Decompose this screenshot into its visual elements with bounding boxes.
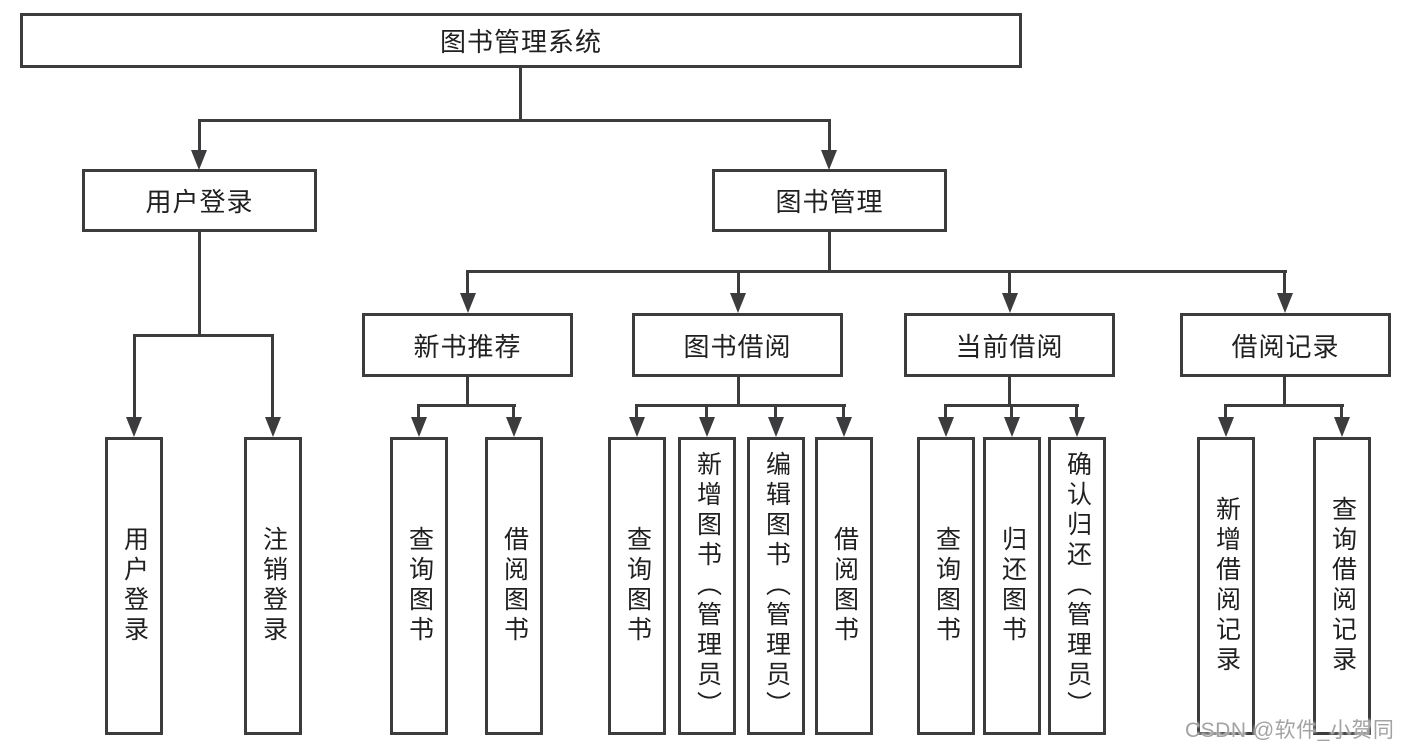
leaf-add-book-admin: 新增图书（管理员） <box>678 437 736 735</box>
node-current-borrow: 当前借阅 <box>904 313 1115 377</box>
arrow-down-icon <box>191 150 207 170</box>
leaf-label: 查询借阅记录 <box>1328 496 1357 676</box>
node-label: 当前借阅 <box>955 331 1064 362</box>
node-user-login-label: 用户登录 <box>145 187 254 217</box>
user-login-branch-drop <box>133 334 136 418</box>
group-branch-stem <box>737 377 740 406</box>
book-mgmt-branch-drop <box>737 270 740 295</box>
group-branch-stem <box>1283 377 1286 406</box>
node-new-book-recommend: 新书推荐 <box>362 313 573 377</box>
arrow-down-icon <box>629 417 645 437</box>
group-branch-rail <box>635 404 846 407</box>
leaf-label: 确认归还（管理员） <box>1063 451 1092 721</box>
leaf-label: 查询图书 <box>932 526 961 646</box>
csdn-watermark: CSDN @软件_小贺同学 <box>1185 719 1395 742</box>
group-branch-rail <box>417 404 516 407</box>
leaf-label: 借阅图书 <box>500 526 529 646</box>
arrow-down-icon <box>1218 417 1234 437</box>
arrow-down-icon <box>126 417 142 437</box>
node-book-borrow: 图书借阅 <box>632 313 843 377</box>
leaf-label: 借阅图书 <box>830 526 859 646</box>
book-mgmt-branch-rail <box>466 270 1287 273</box>
arrow-down-icon <box>821 150 837 170</box>
node-root: 图书管理系统 <box>20 13 1022 68</box>
arrow-down-icon <box>506 417 522 437</box>
leaf-borrow-book-1: 借阅图书 <box>485 437 543 735</box>
leaf-label: 编辑图书（管理员） <box>762 451 791 721</box>
group-branch-drop <box>842 404 845 419</box>
leaf-edit-book-admin: 编辑图书（管理员） <box>747 437 805 735</box>
group-branch-drop <box>417 404 420 419</box>
leaf-confirm-return-admin: 确认归还（管理员） <box>1048 437 1106 735</box>
book-mgmt-branch-drop <box>466 270 469 295</box>
root-branch-drop <box>198 119 201 152</box>
book-mgmt-branch-stem <box>828 232 831 272</box>
arrow-down-icon <box>938 417 954 437</box>
leaf-label: 新增图书（管理员） <box>693 451 722 721</box>
group-branch-drop <box>1340 404 1343 419</box>
book-mgmt-branch-drop <box>1283 270 1286 295</box>
group-branch-drop <box>774 404 777 419</box>
group-branch-stem <box>466 377 469 406</box>
user-login-branch-stem <box>198 232 201 336</box>
leaf-borrow-book-2: 借阅图书 <box>815 437 873 735</box>
leaf-logout: 注销登录 <box>244 437 302 735</box>
group-branch-drop <box>1010 404 1013 419</box>
leaf-label: 新增借阅记录 <box>1212 496 1241 676</box>
leaf-query-book-1: 查询图书 <box>390 437 448 735</box>
root-branch-stem <box>519 68 522 121</box>
node-book-mgmt: 图书管理 <box>712 169 947 232</box>
arrow-down-icon <box>460 293 476 313</box>
arrow-down-icon <box>1334 417 1350 437</box>
leaf-query-borrow-record: 查询借阅记录 <box>1313 437 1371 735</box>
leaf-user-login: 用户登录 <box>105 437 163 735</box>
group-branch-stem <box>1008 377 1011 406</box>
group-branch-drop <box>944 404 947 419</box>
node-borrow-record: 借阅记录 <box>1180 313 1391 377</box>
leaf-label: 归还图书 <box>998 526 1027 646</box>
arrow-down-icon <box>1004 417 1020 437</box>
group-branch-drop <box>1075 404 1078 419</box>
user-login-branch-drop <box>271 334 274 418</box>
node-root-label: 图书管理系统 <box>439 27 602 57</box>
leaf-label: 用户登录 <box>120 526 149 646</box>
arrow-down-icon <box>730 293 746 313</box>
root-branch-rail <box>198 119 831 122</box>
arrow-down-icon <box>265 417 281 437</box>
root-branch-drop <box>828 119 831 152</box>
leaf-label: 查询图书 <box>623 526 652 646</box>
book-mgmt-branch-drop <box>1008 270 1011 295</box>
node-user-login: 用户登录 <box>82 169 317 232</box>
node-book-mgmt-label: 图书管理 <box>775 187 884 217</box>
arrow-down-icon <box>699 417 715 437</box>
arrow-down-icon <box>1002 293 1018 313</box>
leaf-add-borrow-record: 新增借阅记录 <box>1197 437 1255 735</box>
group-branch-drop <box>512 404 515 419</box>
node-label: 新书推荐 <box>413 331 522 362</box>
group-branch-drop <box>1224 404 1227 419</box>
arrow-down-icon <box>836 417 852 437</box>
leaf-query-book-3: 查询图书 <box>917 437 975 735</box>
user-login-branch-rail <box>133 334 274 337</box>
node-label: 借阅记录 <box>1231 331 1340 362</box>
leaf-label: 注销登录 <box>259 526 288 646</box>
group-branch-drop <box>635 404 638 419</box>
group-branch-rail <box>1224 404 1344 407</box>
leaf-return-book: 归还图书 <box>983 437 1041 735</box>
arrow-down-icon <box>1069 417 1085 437</box>
leaf-label: 查询图书 <box>405 526 434 646</box>
node-label: 图书借阅 <box>683 331 792 362</box>
arrow-down-icon <box>411 417 427 437</box>
group-branch-drop <box>705 404 708 419</box>
leaf-query-book-2: 查询图书 <box>608 437 666 735</box>
arrow-down-icon <box>1277 293 1293 313</box>
arrow-down-icon <box>768 417 784 437</box>
